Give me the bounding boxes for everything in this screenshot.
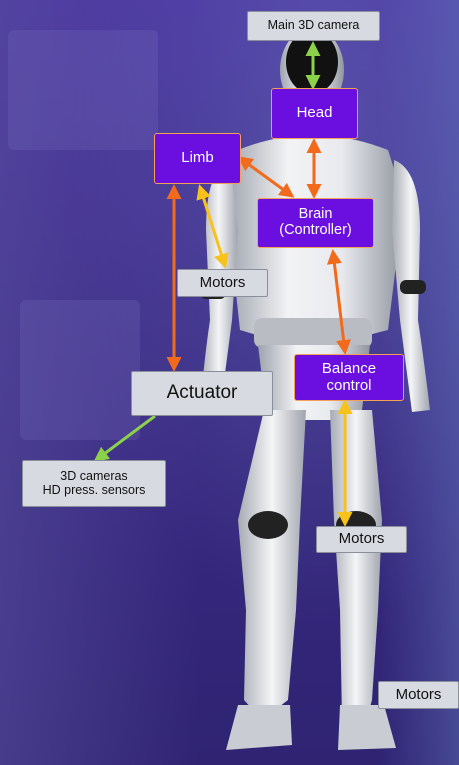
node-head: Head xyxy=(271,88,358,139)
node-main-3d-camera: Main 3D camera xyxy=(247,11,380,41)
node-label: Motors xyxy=(395,685,442,703)
node-label-line-1: Brain xyxy=(298,206,333,223)
node-sensors: 3D cameras HD press. sensors xyxy=(22,460,166,507)
node-motors-upper: Motors xyxy=(177,269,268,297)
node-label-line-1: Balance xyxy=(321,360,377,377)
node-actuator: Actuator xyxy=(131,371,273,416)
node-label: Limb xyxy=(181,149,214,167)
node-label: Motors xyxy=(199,273,246,291)
node-limb: Limb xyxy=(154,133,241,184)
background-panel xyxy=(8,30,158,150)
node-brain-controller: Brain (Controller) xyxy=(257,198,374,248)
node-balance-control: Balance control xyxy=(294,354,404,401)
node-label: Head xyxy=(296,104,333,122)
node-label-line-2: (Controller) xyxy=(279,222,352,238)
node-label-line-1: 3D cameras xyxy=(60,468,128,483)
node-label: Main 3D camera xyxy=(267,18,360,33)
node-label: Actuator xyxy=(166,382,238,404)
node-label-line-2: control xyxy=(326,376,372,394)
node-label: Motors xyxy=(338,530,385,548)
node-motors-foot: Motors xyxy=(378,681,459,709)
node-label-line-2: HD press. sensors xyxy=(42,482,146,497)
node-motors-knee: Motors xyxy=(316,526,407,553)
